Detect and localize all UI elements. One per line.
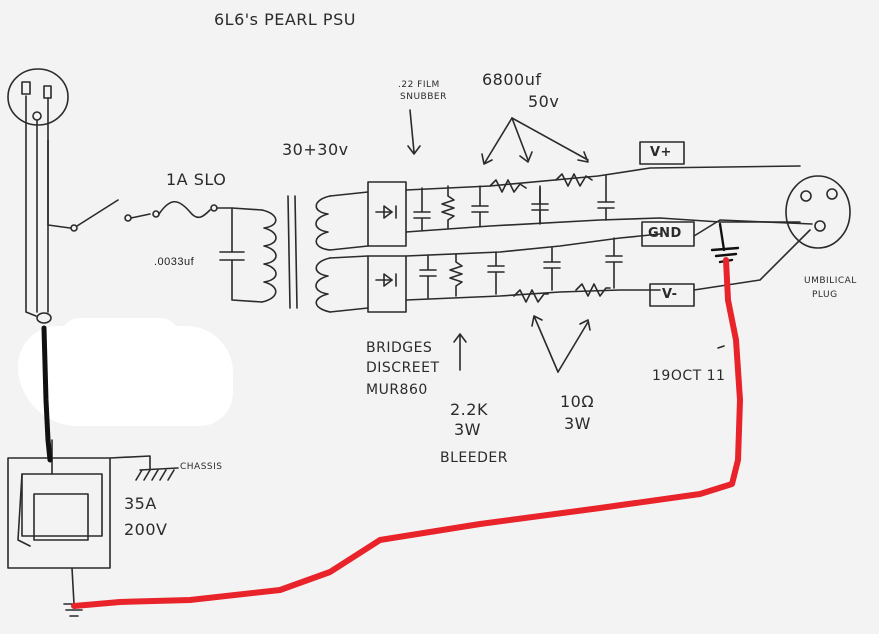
snubber-label-1: .22 FILM: [398, 80, 440, 90]
transformer-label: 30+30v: [282, 140, 349, 159]
lower-bridge: [367, 255, 407, 313]
rectifier-block: [7, 439, 151, 617]
bleeder-label-2: 3W: [454, 420, 481, 439]
bleeder-label-3: BLEEDER: [440, 450, 508, 466]
rating-label-1: 35A: [124, 494, 157, 513]
red-ground-wire: [71, 257, 743, 609]
vminus-box: [649, 283, 695, 307]
date-label: 19OCT 11: [652, 368, 726, 384]
resistor-label-1: 10Ω: [560, 392, 595, 411]
chassis-label: CHASSIS: [180, 462, 223, 472]
vplus-label: V+: [650, 145, 672, 160]
bridges-label-1: BRIDGES: [366, 340, 433, 356]
resistor-label-2: 3W: [564, 414, 591, 433]
vplus-box: [639, 141, 685, 165]
rating-label-2: 200V: [124, 520, 168, 539]
gnd-label: GND: [648, 226, 682, 241]
upper-bridge: [367, 181, 407, 247]
transformer-primary: [261, 195, 298, 309]
filter-cap-label-1: 6800uf: [482, 70, 542, 89]
vminus-label: V-: [662, 287, 678, 302]
fuse-label: 1A SLO: [166, 170, 227, 189]
umbilical-label-2: PLUG: [812, 290, 838, 300]
chassis-ground-symbol: [135, 467, 179, 481]
primary-cap-label: .0033uf: [154, 256, 195, 268]
bleeder-label-1: 2.2K: [450, 400, 488, 419]
transformer-secondary: [315, 191, 369, 313]
black-mains-wire: [41, 325, 53, 463]
lower-rails: [405, 233, 661, 301]
filter-cap-label-2: 50v: [528, 92, 560, 111]
mains-leads: [25, 95, 71, 324]
page-title: 6L6's PEARL PSU: [214, 10, 356, 29]
lower-filter-components: [419, 237, 623, 303]
umbilical-label-1: UMBILICAL: [804, 276, 857, 286]
primary-capacitor: [219, 207, 263, 303]
snubber-label-2: SNUBBER: [400, 92, 447, 102]
upper-filter-components: [413, 173, 615, 231]
bridges-label-2: DISCREET: [366, 360, 440, 376]
white-patch-top: [60, 318, 180, 358]
bridges-label-3: MUR860: [366, 382, 428, 398]
umbilical-plug: [693, 175, 851, 291]
annotation-arrows: [407, 109, 725, 373]
gnd-box: [641, 221, 695, 247]
